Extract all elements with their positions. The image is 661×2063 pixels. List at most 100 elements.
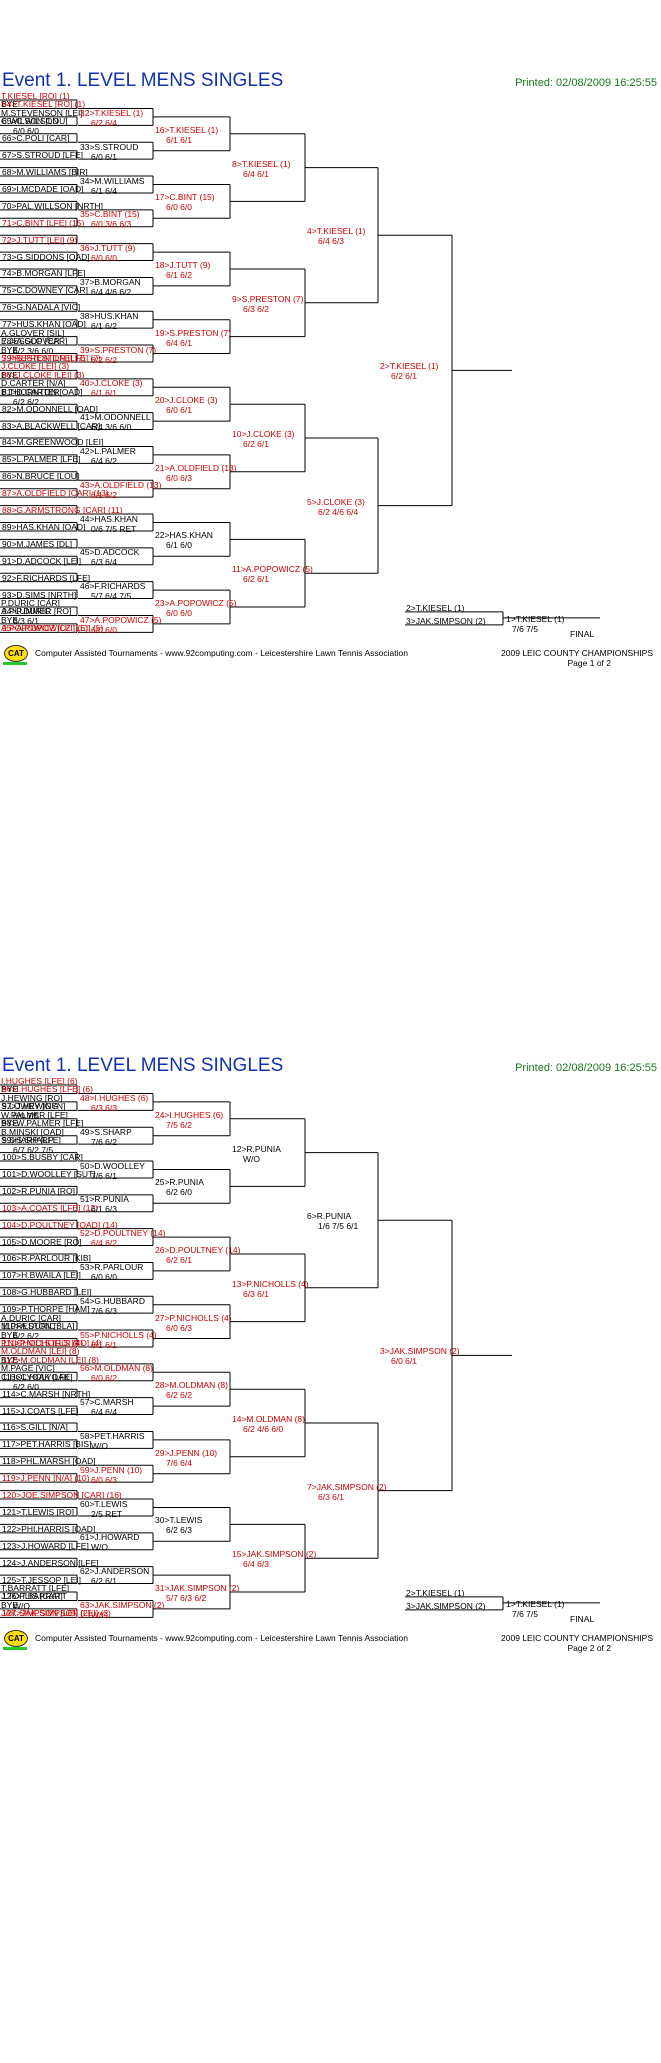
page-title: Event 1. LEVEL MENS SINGLES xyxy=(2,70,284,91)
match-winner: 56>M.OLDMAN (8) xyxy=(80,1363,153,1374)
match-score: 6/3 6/4 xyxy=(91,557,117,568)
cat-logo-underline xyxy=(3,661,27,665)
match-score: W/O xyxy=(91,1440,108,1451)
match-winner: 79>S.PRESTON [LFE] (7) xyxy=(2,352,101,363)
match-winner: 33>S.STROUD xyxy=(80,141,139,152)
match-winner: 46>F.RICHARDS xyxy=(80,581,146,592)
match-winner: 101>D.WOOLLEY [SUT] xyxy=(2,1168,96,1179)
page-number: Page 2 of 2 xyxy=(567,1642,611,1653)
champion-score: 7/6 7/5 xyxy=(512,623,538,634)
match-score: 6/2 6/1 xyxy=(243,439,269,449)
match-winner: 48>I.HUGHES (6) xyxy=(80,1092,149,1103)
match-winner: 67>S.STROUD [LFE] xyxy=(2,150,84,161)
match-winner: 127>JAK.SIMPSON [LEI] (2) xyxy=(2,1608,111,1619)
match-winner: 58>PET.HARRIS xyxy=(80,1430,145,1441)
match-winner: 83>A.BLACKWELL [CAR] xyxy=(2,420,101,431)
match-winner: 86>N.BRUCE [LOU] xyxy=(2,471,80,482)
entrant-name: BYE xyxy=(1,1354,19,1365)
match-winner: 99>S.SHARP xyxy=(2,1135,54,1146)
match-score: 6/4 6/1 xyxy=(166,337,192,348)
printed-timestamp: Printed: 02/08/2009 16:25:55 xyxy=(515,77,657,89)
entrant-name: J.TOPLIS [CAR] xyxy=(1,1591,63,1602)
match-score: 6/0 6/0 xyxy=(91,1271,117,1282)
match-winner: 90>M.JAMES [DL] xyxy=(2,538,73,549)
final-player-a: 2>T.KIESEL (1) xyxy=(406,602,465,613)
match-winner: 123>J.HOWARD [LFE] xyxy=(2,1540,89,1551)
match-score: 6/1 6/1 xyxy=(166,134,192,145)
match-score: 6/4 6/3 xyxy=(243,1559,269,1570)
match-winner: 54>G.HUBBARD xyxy=(80,1295,145,1306)
match-winner: 68>M.WILLIAMS [BIR] xyxy=(2,167,88,178)
match-winner: 96>I.HUGHES [LFE] (6) xyxy=(2,1084,93,1095)
match-winner: 15>JAK.SIMPSON (2) xyxy=(232,1549,317,1560)
cat-logo-underline xyxy=(3,1646,27,1650)
match-score: 7/6 6/1 xyxy=(91,1170,117,1181)
match-winner: 92>F.RICHARDS [LFE] xyxy=(2,572,91,583)
match-winner: 4>T.KIESEL (1) xyxy=(307,226,366,237)
entrant-name: BYE xyxy=(1,344,19,355)
match-winner: 70>PAL.WILLSON [NRTH] xyxy=(2,200,104,211)
bracket-lines xyxy=(0,99,600,633)
match-winner: 64>T.KIESEL [RO] (1) xyxy=(2,99,86,110)
match-score: 0/6 7/5 RET xyxy=(91,523,137,534)
match-winner: 66>C.POLI [CAR] xyxy=(2,133,70,144)
bracket-page-1: Event 1. LEVEL MENS SINGLES Printed: 02/0… xyxy=(0,0,661,900)
match-score: 6/2 6/2 xyxy=(91,354,117,365)
match-winner: 26>D.POULTNEY (14) xyxy=(155,1245,241,1255)
match-winner: 14>M.OLDMAN (8) xyxy=(232,1414,305,1424)
match-winner: 7>JAK.SIMPSON (2) xyxy=(307,1481,387,1492)
entrant-name: I.HUGHES [LFE] (6) xyxy=(1,1076,78,1086)
entrant-name: J.CLOKE [LEI] (3) xyxy=(1,361,70,372)
match-winner: 109>P.THORPE [HAM] xyxy=(2,1304,90,1315)
match-score: 6/0 6/3 xyxy=(166,472,192,483)
champion-score: 7/6 7/5 xyxy=(512,1608,538,1619)
match-winner: 73>G.SIDDONS [OAD] xyxy=(2,251,90,262)
match-winner: 57>C.MARSH xyxy=(80,1397,134,1408)
match-score: 6/2 6/3 xyxy=(166,1525,192,1536)
match-score: 6/2 6/2 xyxy=(166,1390,192,1401)
match-score: 6/2 6/1 xyxy=(91,1576,117,1587)
match-winner: 51>R.PUNIA xyxy=(80,1194,129,1205)
entrant-name: BYE xyxy=(1,369,19,380)
match-winner: 115>J.COATS [LFE] xyxy=(2,1405,79,1416)
entrant-name: W.PALMER [LFE] xyxy=(1,1109,68,1120)
entrant-name: A.DURIC [CAR] xyxy=(1,1312,61,1323)
match-winner: 74>B.MORGAN [LFE] xyxy=(2,268,86,279)
match-winner: 102>R.PUNIA [RO] xyxy=(2,1185,75,1196)
match-winner: 45>D.ADCOCK xyxy=(80,547,140,558)
match-winner: 104>D.POULTNEY [OAD] (14) xyxy=(2,1219,118,1230)
match-winner: 22>HAS.KHAN xyxy=(155,530,213,541)
match-winner: 119>J.PENN [N/A] (10) xyxy=(2,1473,90,1484)
final-player-b: 3>JAK.SIMPSON (2) xyxy=(406,615,486,626)
match-winner: 114>C.MARSH [NRTH] xyxy=(2,1388,91,1399)
match-score: W/O xyxy=(243,1153,260,1164)
match-score: 6/2 6/4 xyxy=(91,117,117,128)
match-score: 6/4 6/1 xyxy=(243,168,269,179)
match-winner: 98>W.PALMER [LFE] xyxy=(2,1118,84,1129)
entrant-name: B.THORNTON [OAD] xyxy=(1,386,83,397)
entrant-name: BYE xyxy=(1,1599,19,1610)
match-winner: 80>J.CLOKE [LEI] (3) xyxy=(2,369,85,380)
match-winner: 105>D.MOORE [RO] xyxy=(2,1236,82,1247)
match-winner: 39>S.PRESTON (7) xyxy=(80,344,157,355)
match-winner: 87>A.OLDFIELD [CAR] (13) xyxy=(2,488,109,499)
footer-championship: 2009 LEIC COUNTY CHAMPIONSHIPS xyxy=(501,1632,653,1643)
match-winner: 72>J.TUTT [LEI] (9) xyxy=(2,234,78,245)
match-score: 6/3 6/1 xyxy=(13,616,39,627)
match-score: 6/0 6/0 xyxy=(166,202,192,213)
match-winner: 125>T.JESSOP [LEI] xyxy=(2,1574,81,1585)
match-winner: 55>P.NICHOLLS (4) xyxy=(80,1329,157,1340)
match-winner: 103>A.COATS [LFE] (12) xyxy=(2,1202,98,1213)
match-score: 6/2 6/0 xyxy=(166,1187,192,1198)
match-score: 6/0 7/5 xyxy=(13,1111,39,1122)
match-score: 6/0 6/3 xyxy=(166,1322,192,1333)
final-player-b: 3>JAK.SIMPSON (2) xyxy=(406,1600,486,1611)
match-winner: 36>J.TUTT (9) xyxy=(80,243,136,254)
match-winner: 89>HAS.KHAN [OAD] xyxy=(2,521,86,532)
entrant-name: P.NICHOLLS [RO] (4) xyxy=(1,1337,84,1348)
match-winner: 117>PET.HARRIS [BIS] xyxy=(2,1439,92,1450)
entrant-name: P.DURIC [CAR] xyxy=(1,598,60,608)
cat-logo: CAT xyxy=(4,1629,28,1647)
footer-credit: Computer Assisted Tournaments - www.92co… xyxy=(35,647,408,658)
